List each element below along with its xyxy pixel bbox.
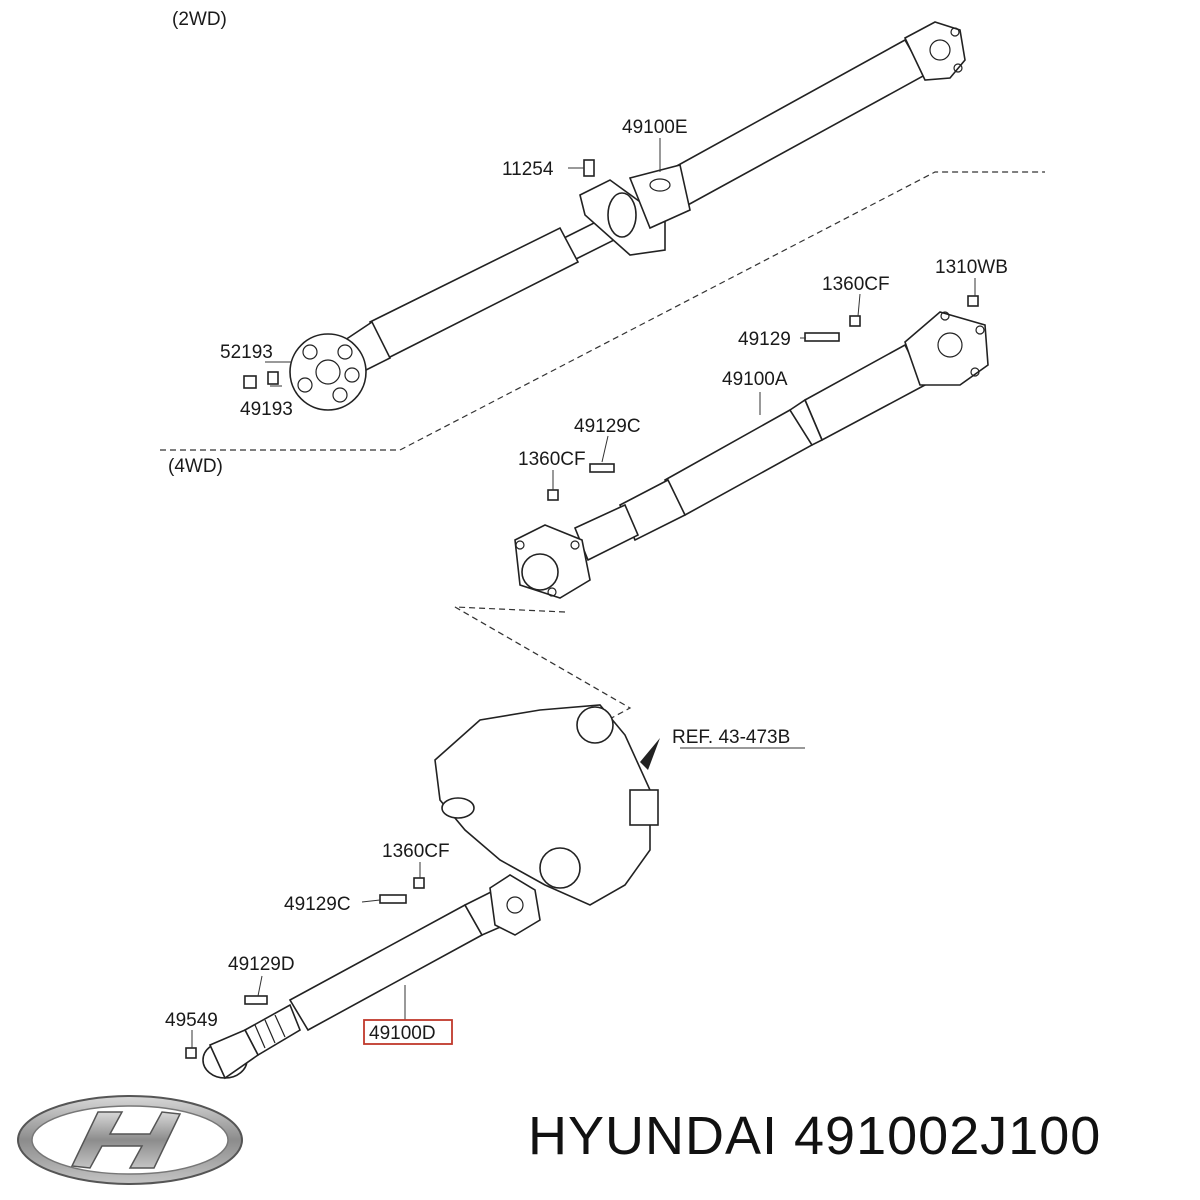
label-52193: 52193 (220, 342, 273, 363)
center-bearing-2wd (579, 164, 691, 256)
part-labels: (2WD) 49100E 11254 52193 49193 (4WD) 136… (165, 9, 1008, 1045)
label-49129C-top: 49129C (574, 416, 641, 437)
leader-lines (191, 138, 976, 1048)
front-yoke-4wd (514, 524, 591, 599)
label-49549: 49549 (165, 1010, 218, 1031)
bolt-11254 (583, 159, 595, 177)
ref-arrow (640, 738, 660, 770)
label-49100A: 49100A (722, 369, 788, 390)
rear-yoke-4wd (904, 311, 989, 386)
slip-yoke (202, 1028, 260, 1080)
label-49129: 49129 (738, 329, 791, 350)
label-11254: 11254 (502, 159, 554, 180)
label-2wd: (2WD) (172, 9, 227, 30)
label-1310WB: 1310WB (935, 257, 1008, 278)
driveshaft-front (185, 874, 541, 1080)
label-1360CF-top: 1360CF (822, 274, 890, 295)
bolt-49129D (244, 995, 268, 1005)
rear-yoke-2wd (903, 21, 966, 81)
highlight-box (363, 1019, 453, 1045)
nut-1360CF-top (849, 315, 861, 327)
nut-52193 (243, 375, 257, 389)
nut-1360CF-mid (547, 489, 559, 501)
nut-1310WB (967, 295, 979, 307)
label-ref: REF. 43-473B (672, 727, 790, 748)
hyundai-logo (17, 1095, 243, 1185)
label-49193: 49193 (240, 399, 293, 420)
driveshaft-2wd (243, 21, 966, 411)
nut-1360CF-low (413, 877, 425, 889)
label-49129C-low: 49129C (284, 894, 351, 915)
label-1360CF-mid: 1360CF (518, 449, 586, 470)
bolt-49129C-low (379, 894, 407, 904)
label-49100E: 49100E (622, 117, 688, 138)
section-divider (160, 171, 1045, 451)
washer-49193 (267, 371, 279, 385)
washer-49549 (185, 1047, 197, 1059)
label-49100D: 49100D (369, 1023, 436, 1044)
front-yoke-front-shaft (489, 874, 541, 936)
label-49129D: 49129D (228, 954, 295, 975)
driveshaft-4wd (514, 295, 989, 599)
bolt-49129 (804, 332, 840, 342)
label-4wd: (4WD) (168, 456, 223, 477)
label-1360CF-low: 1360CF (382, 841, 450, 862)
brand-part-number: HYUNDAI 491002J100 (528, 1106, 1102, 1166)
bolt-49129C-top (589, 463, 615, 473)
flex-coupling (289, 333, 367, 411)
transfer-case (434, 704, 659, 906)
